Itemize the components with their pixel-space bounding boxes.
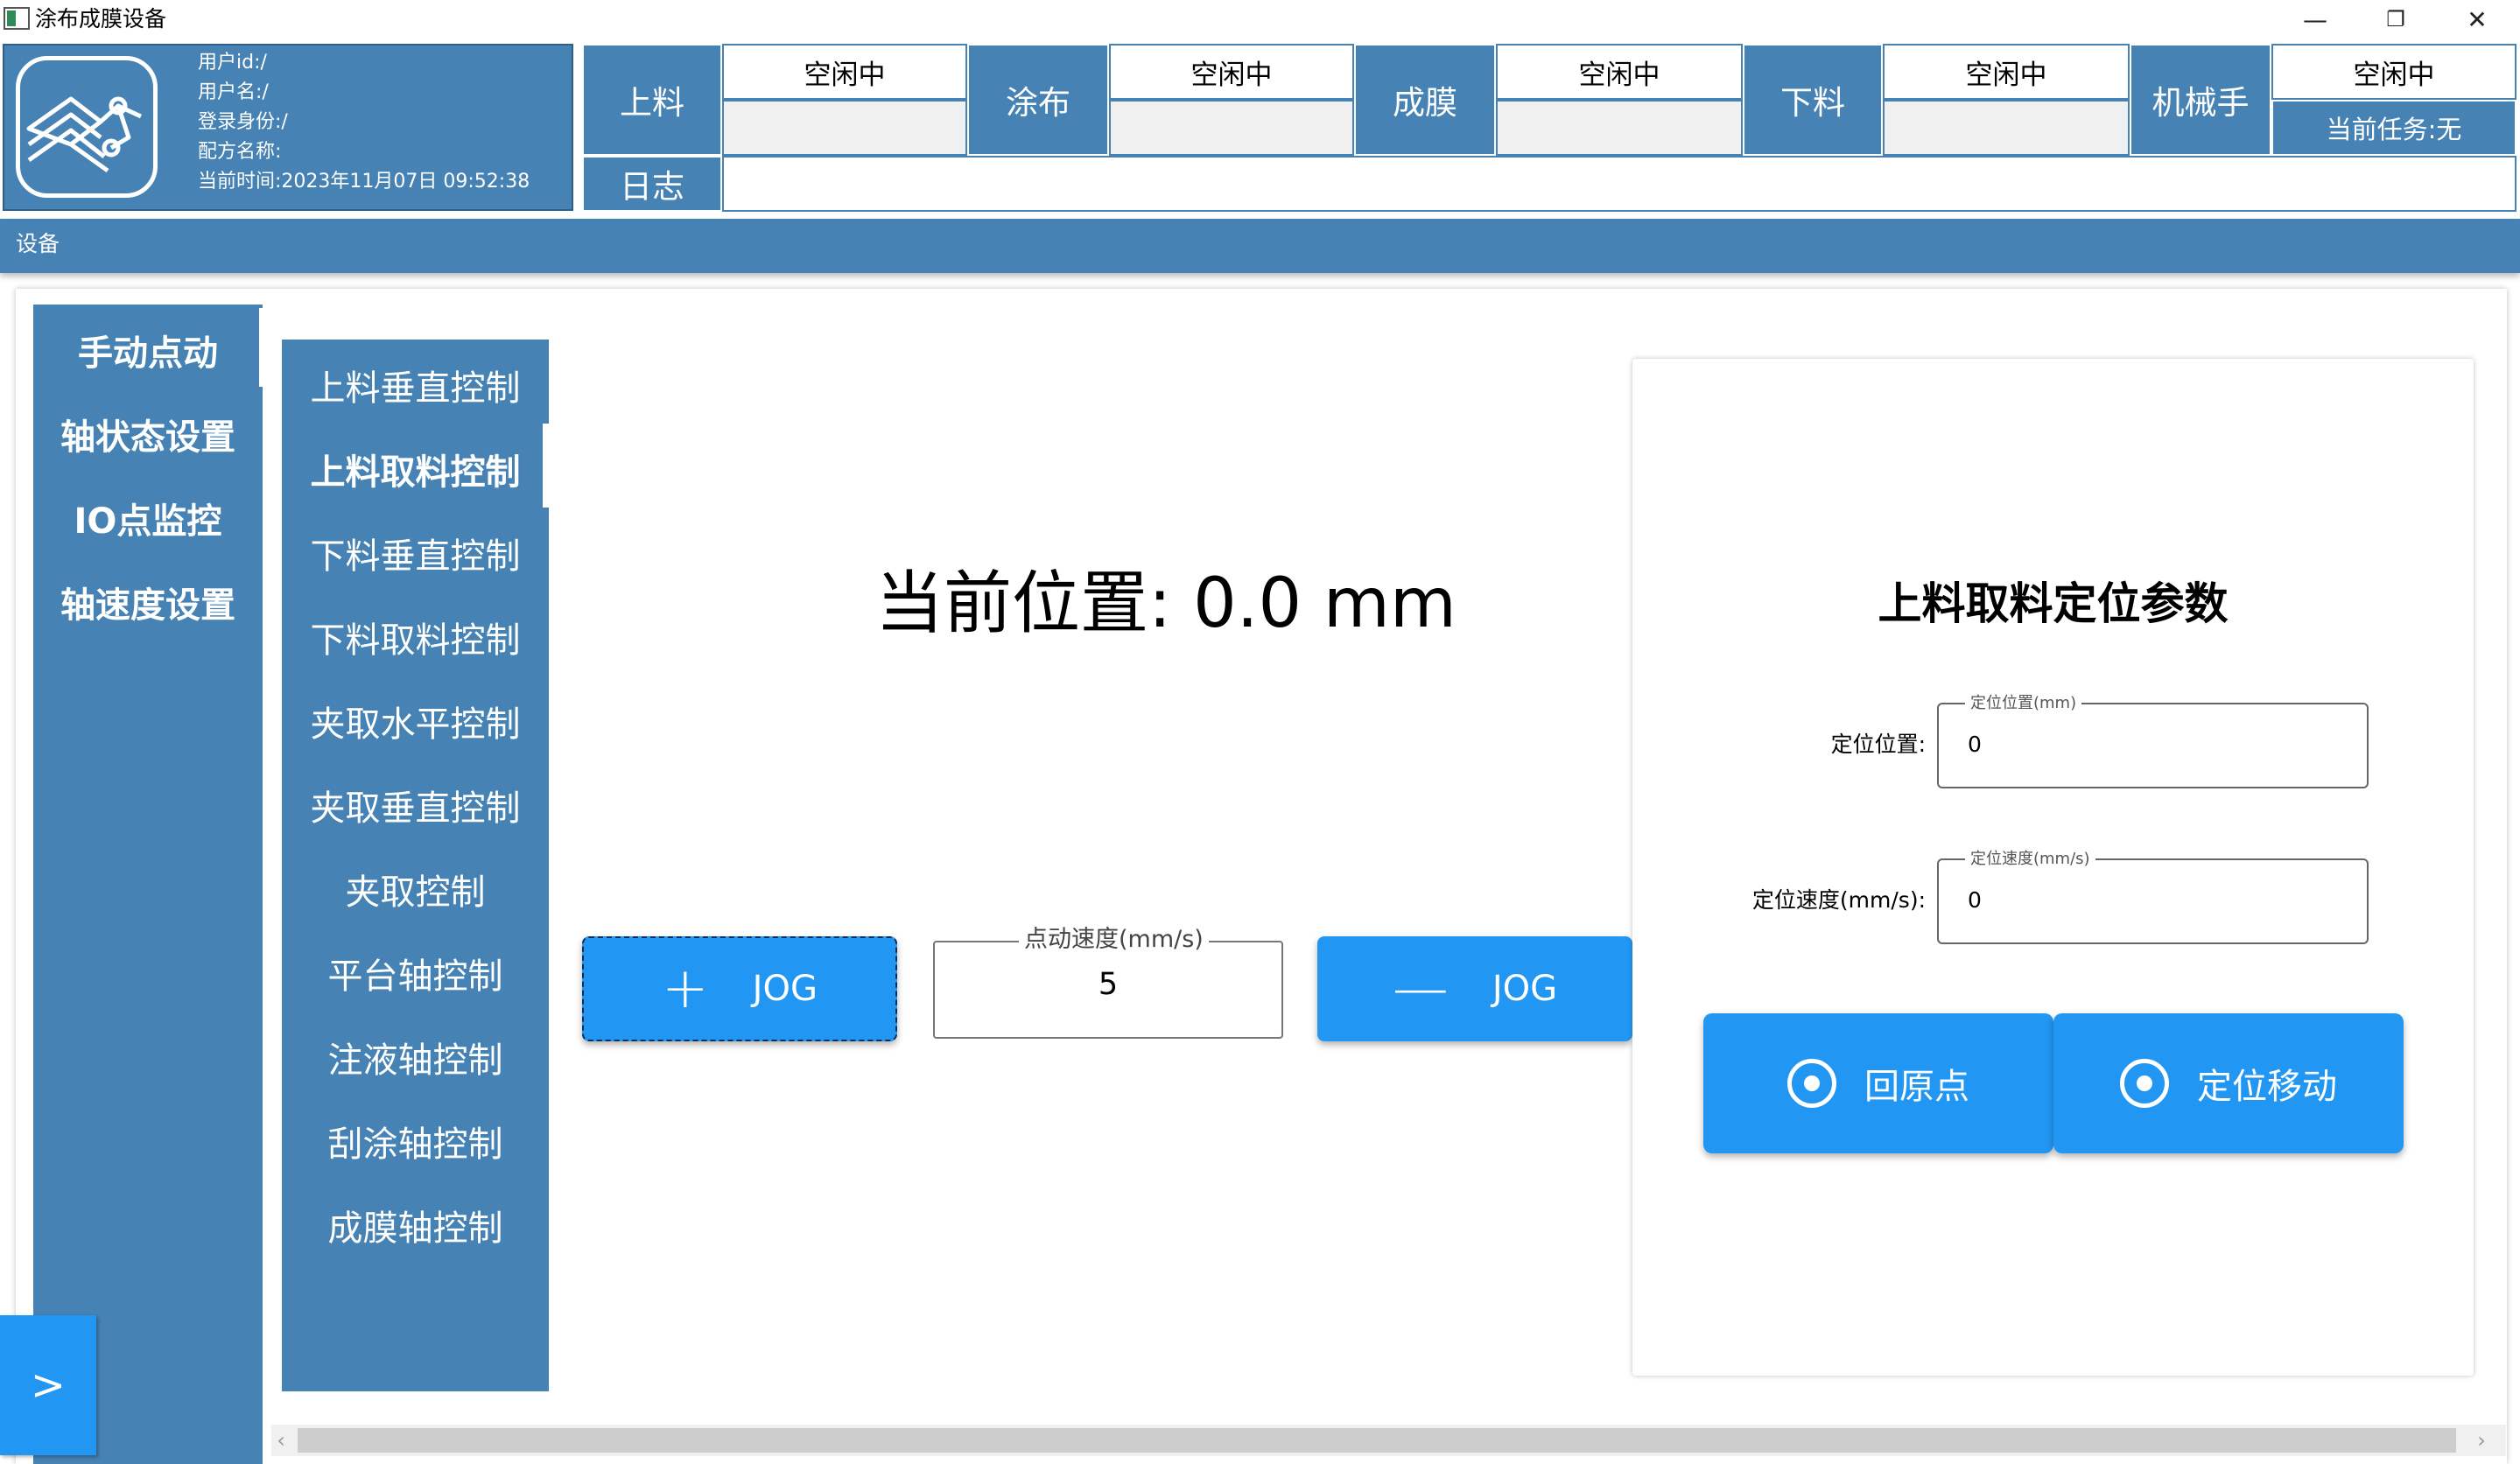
current-time-text: 当前时间:2023年11月07日 09:52:38	[198, 171, 530, 193]
subnav-platform-axis[interactable]: 平台轴控制	[327, 956, 503, 997]
stage-label-loading: 上料	[582, 44, 722, 156]
speed-input-legend: 定位速度(mm/s)	[1965, 849, 2095, 870]
primary-nav	[33, 305, 263, 1464]
secondary-nav	[282, 340, 549, 1391]
position-field-label: 定位位置:	[1830, 732, 1926, 757]
subnav-scraper-axis[interactable]: 刮涂轴控制	[327, 1124, 503, 1165]
title-bar	[0, 0, 2520, 39]
home-button[interactable]: 回原点	[1703, 1013, 2053, 1153]
jog-speed-value[interactable]: 5	[1098, 967, 1119, 1002]
stage-label-unloading: 下料	[1743, 44, 1883, 156]
section-header: 设备	[0, 219, 2520, 273]
subnav-injection-axis[interactable]: 注液轴控制	[327, 1040, 503, 1081]
move-to-position-button[interactable]: 定位移动	[2053, 1013, 2404, 1153]
radio-target-icon	[2120, 1059, 2169, 1108]
stage-status-coating: 空闲中	[1109, 44, 1354, 100]
close-button[interactable]: ✕	[2467, 4, 2488, 34]
stage-status-unloading: 空闲中	[1883, 44, 2130, 100]
log-display	[722, 156, 2516, 212]
scroll-left-icon[interactable]: ‹	[277, 1428, 285, 1453]
subnav-active-indicator	[543, 424, 549, 508]
stage-task-loading	[722, 100, 967, 156]
expand-panel-button[interactable]: >	[0, 1315, 96, 1455]
jog-plus-button[interactable]: + JOG	[582, 936, 897, 1041]
subnav-load-pick[interactable]: 上料取料控制	[310, 452, 521, 493]
app-icon	[4, 7, 30, 30]
log-label: 日志	[582, 156, 722, 212]
nav-axis-speed[interactable]: 轴速度设置	[60, 585, 235, 626]
stage-label-robot: 机械手	[2130, 44, 2271, 156]
stage-status-film: 空闲中	[1496, 44, 1743, 100]
subnav-unload-vertical[interactable]: 下料垂直控制	[310, 536, 521, 577]
maximize-button[interactable]: ❐	[2386, 7, 2405, 32]
jog-speed-legend: 点动速度(mm/s)	[1019, 925, 1209, 955]
recipe-name-text: 配方名称:	[198, 141, 282, 163]
stage-label-coating: 涂布	[967, 44, 1109, 156]
subnav-unload-pick[interactable]: 下料取料控制	[310, 620, 521, 661]
nav-manual-jog[interactable]: 手动点动	[78, 333, 218, 374]
stage-task-unloading	[1883, 100, 2130, 156]
scroll-right-icon[interactable]: ›	[2477, 1428, 2486, 1453]
jog-minus-label: JOG	[1492, 969, 1558, 1009]
nav-axis-status[interactable]: 轴状态设置	[60, 417, 235, 458]
position-input[interactable]	[1937, 703, 2369, 788]
plus-icon: +	[662, 956, 709, 1021]
subnav-clamp-vertical[interactable]: 夹取垂直控制	[310, 788, 521, 829]
params-title: 上料取料定位参数	[1878, 578, 2229, 629]
user-id-text: 用户id:/	[198, 52, 267, 74]
speed-input[interactable]	[1937, 858, 2369, 944]
jog-minus-button[interactable]: — JOG	[1317, 936, 1632, 1041]
subnav-clamp-horizontal[interactable]: 夹取水平控制	[310, 704, 521, 745]
position-input-legend: 定位位置(mm)	[1965, 693, 2082, 714]
user-name-text: 用户名:/	[198, 81, 269, 103]
speed-input-value[interactable]: 0	[1968, 887, 1982, 913]
subnav-clamp[interactable]: 夹取控制	[345, 872, 486, 913]
speed-field-label: 定位速度(mm/s):	[1751, 887, 1926, 913]
window-title: 涂布成膜设备	[35, 6, 167, 32]
user-role-text: 登录身份:/	[198, 111, 288, 133]
move-button-label: 定位移动	[2197, 1067, 2337, 1107]
nav-active-indicator	[259, 308, 264, 387]
stage-task-coating	[1109, 100, 1354, 156]
nav-io-monitor[interactable]: IO点监控	[74, 501, 222, 542]
position-input-value[interactable]: 0	[1968, 732, 1982, 757]
stage-task-film	[1496, 100, 1743, 156]
subnav-film-axis[interactable]: 成膜轴控制	[327, 1208, 503, 1249]
scrollbar-thumb[interactable]	[298, 1428, 2456, 1453]
stage-status-loading: 空闲中	[722, 44, 967, 100]
user-panel	[3, 44, 573, 211]
company-logo-icon	[16, 56, 158, 198]
robot-current-task: 当前任务:无	[2271, 100, 2516, 156]
current-position-readout: 当前位置: 0.0 mm	[875, 564, 1457, 643]
subnav-load-vertical[interactable]: 上料垂直控制	[310, 368, 521, 409]
stage-label-film: 成膜	[1354, 44, 1496, 156]
stage-status-robot: 空闲中	[2271, 44, 2516, 100]
jog-plus-label: JOG	[752, 969, 818, 1009]
minus-icon: —	[1392, 956, 1449, 1021]
minimize-button[interactable]: —	[2303, 4, 2327, 34]
radio-target-icon	[1787, 1059, 1836, 1108]
home-button-label: 回原点	[1864, 1067, 1969, 1107]
